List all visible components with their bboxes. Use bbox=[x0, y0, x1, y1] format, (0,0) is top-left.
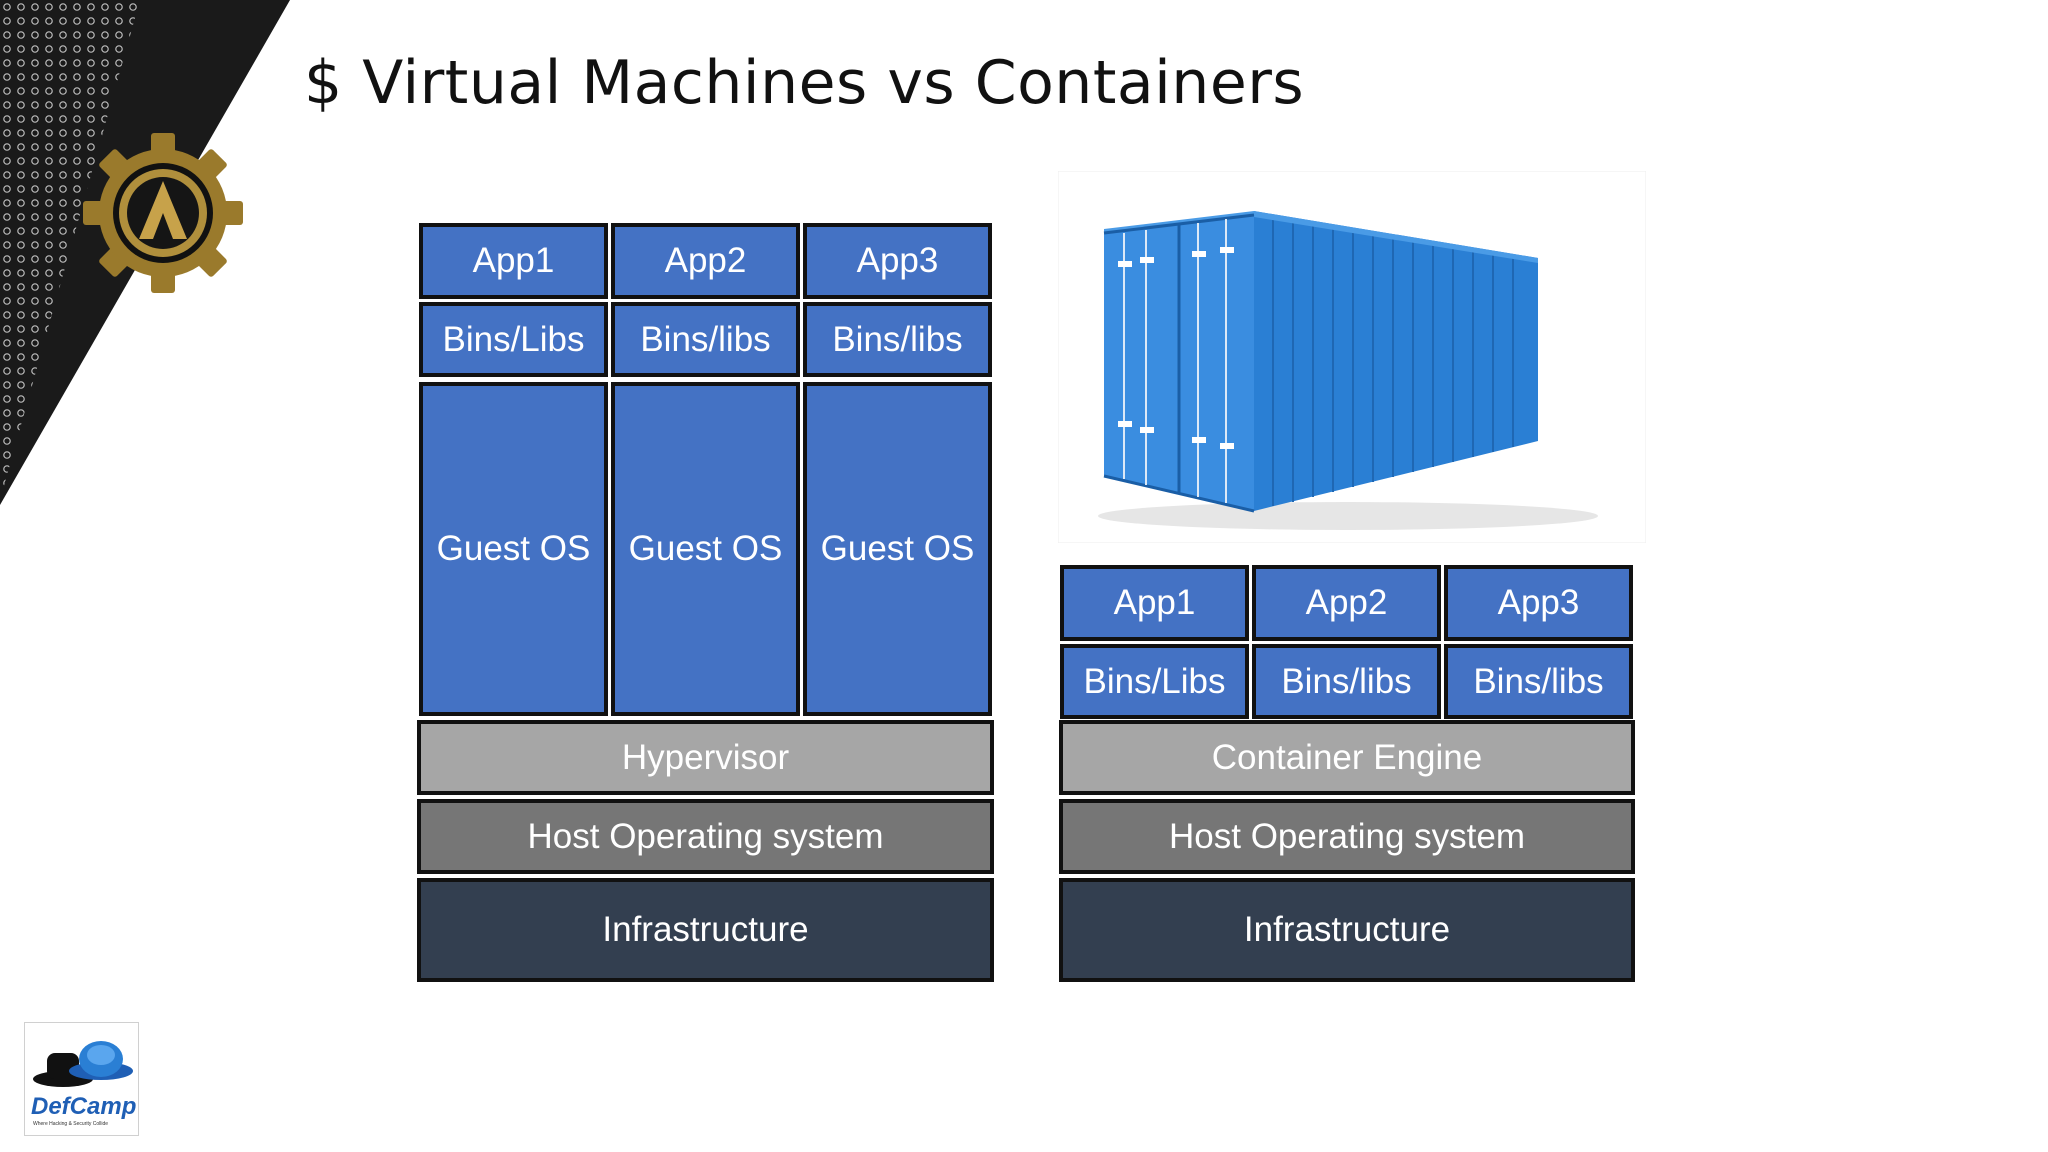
corner-decoration bbox=[0, 0, 290, 505]
page-title: $ Virtual Machines vs Containers bbox=[304, 48, 1305, 118]
vm-infrastructure-block: Infrastructure bbox=[417, 878, 994, 982]
defcamp-logo: DefCamp Where Hacking & Security Collide bbox=[24, 1022, 139, 1136]
vm-app3-block: App3 bbox=[803, 223, 992, 299]
hat-icon bbox=[33, 1041, 133, 1087]
ct-app2-block: App2 bbox=[1252, 565, 1441, 641]
ct-libs1-block: Bins/Libs bbox=[1060, 644, 1249, 719]
shipping-container-image bbox=[1058, 171, 1646, 543]
ct-host-os-block: Host Operating system bbox=[1059, 799, 1635, 874]
vm-host-os-block: Host Operating system bbox=[417, 799, 994, 874]
ct-libs3-block: Bins/libs bbox=[1444, 644, 1633, 719]
ct-app1-block: App1 bbox=[1060, 565, 1249, 641]
vm-guest-os3-block: Guest OS bbox=[803, 382, 992, 716]
gear-logo-icon bbox=[83, 133, 243, 293]
vm-libs1-block: Bins/Libs bbox=[419, 302, 608, 377]
vm-app2-block: App2 bbox=[611, 223, 800, 299]
container-engine-block: Container Engine bbox=[1059, 720, 1635, 795]
ct-infrastructure-block: Infrastructure bbox=[1059, 878, 1635, 982]
vm-libs2-block: Bins/libs bbox=[611, 302, 800, 377]
hypervisor-block: Hypervisor bbox=[417, 720, 994, 795]
defcamp-logo-text: DefCamp bbox=[31, 1093, 137, 1120]
vm-libs3-block: Bins/libs bbox=[803, 302, 992, 377]
vm-guest-os1-block: Guest OS bbox=[419, 382, 608, 716]
vm-guest-os2-block: Guest OS bbox=[611, 382, 800, 716]
defcamp-tagline: Where Hacking & Security Collide bbox=[33, 1121, 109, 1127]
vm-app1-block: App1 bbox=[419, 223, 608, 299]
ct-libs2-block: Bins/libs bbox=[1252, 644, 1441, 719]
ct-app3-block: App3 bbox=[1444, 565, 1633, 641]
